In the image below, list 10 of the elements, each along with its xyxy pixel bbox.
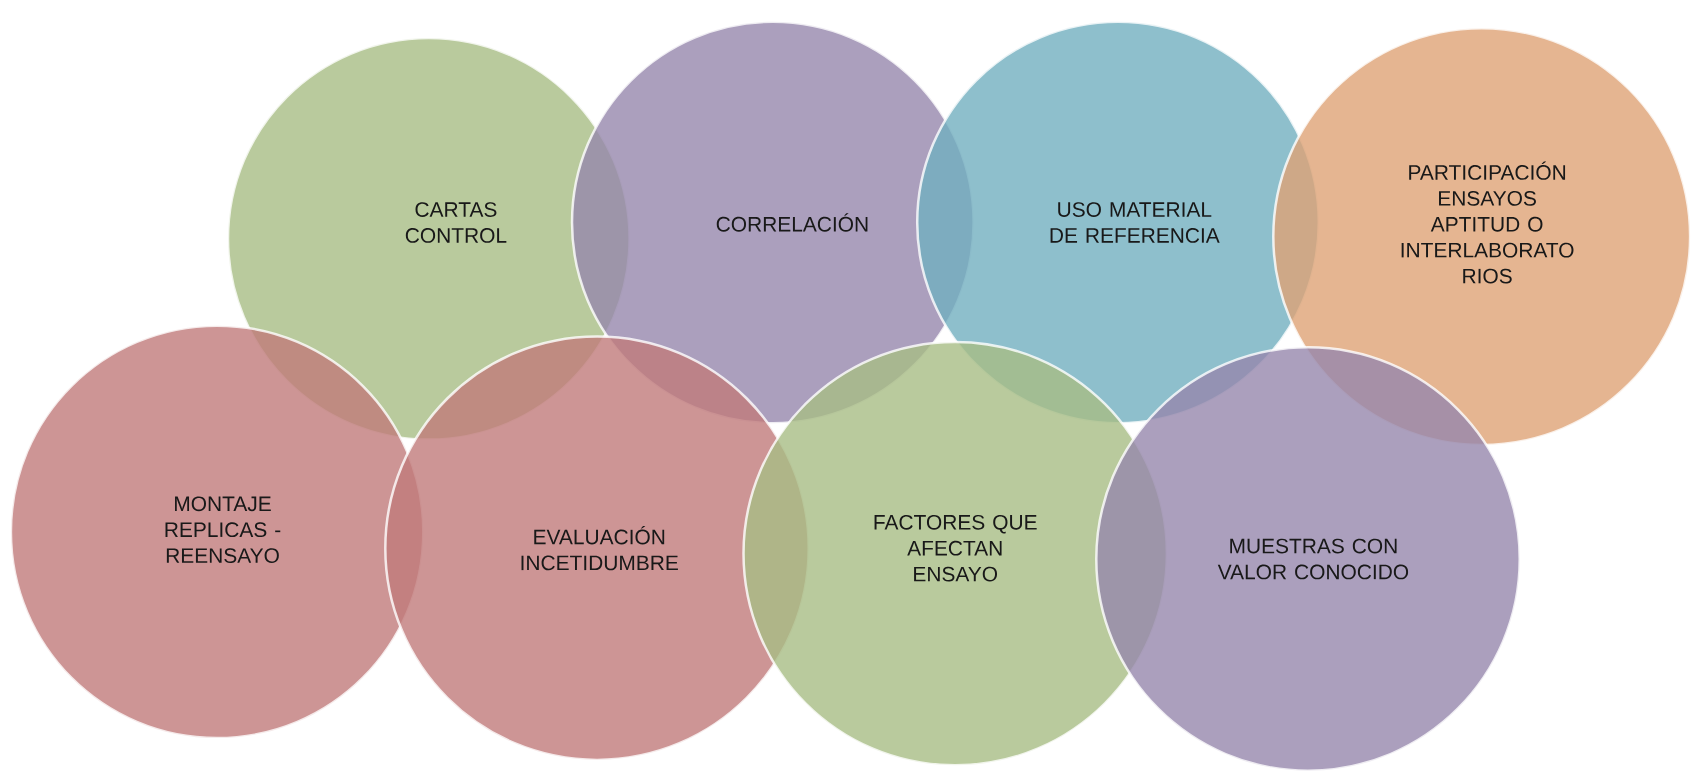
circle-label: MUESTRAS CON VALOR CONOCIDO [1217,538,1409,580]
circle-label: USO MATERIAL DE REFERENCIA [1050,202,1220,243]
circle-label: FACTORES QUE AFECTAN ENSAYO [874,514,1037,582]
circle-label: CARTAS CONTROL [405,202,507,243]
circle [1272,26,1692,447]
circle [1095,346,1521,772]
circle-label: MONTAJE REPLICAS - REENSAYO [165,496,281,563]
circle-label: CORRELACIÓN [716,213,868,232]
circle-label: PARTICIPACIÓN ENSAYOS APTITUD O INTERLABORATO RIOS [1401,161,1574,284]
circle-label: EVALUACIÓN INCETIDUMBRE [521,526,678,571]
